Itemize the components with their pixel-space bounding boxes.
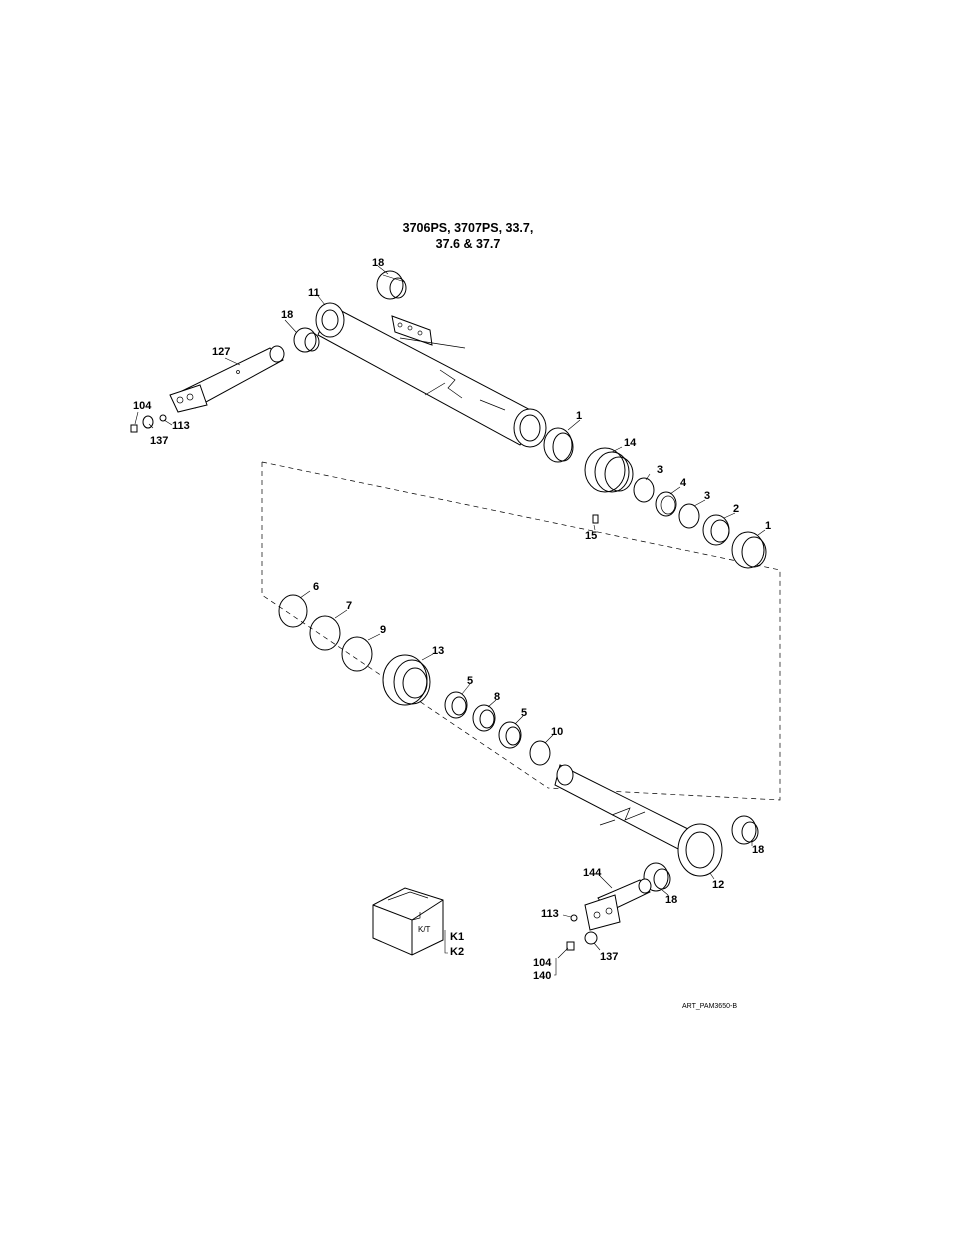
ring-1-a: [543, 427, 574, 463]
callout-127: 127: [212, 346, 230, 358]
ring-6: [278, 594, 308, 628]
callout-3-b: 3: [704, 490, 710, 502]
ring-8: [472, 704, 496, 732]
callout-113-bottom: 113: [541, 908, 559, 920]
fastener-104-bottom: [566, 941, 575, 951]
art-id: ART_PAM3650-B: [682, 1003, 737, 1010]
dashed-assembly-guide-top: [261, 461, 781, 801]
head-13: [382, 654, 431, 706]
callout-104-top: 104: [133, 400, 152, 412]
ring-3-b: [678, 503, 700, 529]
bushing-18-right: [731, 815, 759, 845]
washer-137-bottom: [584, 931, 598, 945]
callout-12: 12: [712, 879, 724, 891]
callout-104-bottom: 104: [533, 957, 552, 969]
callout-18-top: 18: [372, 257, 384, 269]
kit-box: [372, 887, 444, 956]
pin-127: [169, 345, 285, 413]
callout-5-a: 5: [467, 675, 473, 687]
rod-12: [554, 764, 723, 877]
leader-lines: [134, 265, 766, 976]
callout-8: 8: [494, 691, 500, 703]
bushing-18-top: [376, 270, 407, 300]
callout-144: 144: [583, 867, 602, 879]
fitting-113-bottom: [570, 914, 578, 922]
callout-6: 6: [313, 581, 319, 593]
callout-10: 10: [551, 726, 563, 738]
fastener-104-top: [130, 424, 138, 433]
callout-137-top: 137: [150, 435, 168, 447]
callout-5-b: 5: [521, 707, 527, 719]
callout-14: 14: [624, 437, 637, 449]
callout-18-left: 18: [281, 309, 293, 321]
callout-4: 4: [680, 477, 687, 489]
callout-1-a: 1: [576, 410, 582, 422]
pin-144: [584, 878, 652, 931]
diagram-title-line2: 37.6 & 37.7: [436, 237, 501, 251]
callout-2: 2: [733, 503, 739, 515]
ring-10: [529, 740, 551, 766]
callout-k1: K1: [450, 931, 464, 943]
piston-14: [584, 447, 634, 493]
callout-140: 140: [533, 970, 551, 982]
dashed-assembly-guide: [261, 462, 549, 789]
ring-7: [309, 615, 341, 651]
fitting-113-top: [159, 414, 167, 422]
ring-5-a: [444, 691, 468, 719]
callout-113-top: 113: [172, 420, 190, 432]
callout-18-bottom: 18: [665, 894, 677, 906]
callout-3-a: 3: [657, 464, 663, 476]
diagram-title-line1: 3706PS, 3707PS, 33.7,: [403, 221, 534, 235]
callout-18-right: 18: [752, 844, 764, 856]
ring-2: [702, 514, 730, 546]
callout-k2: K2: [450, 946, 464, 958]
callout-11: 11: [308, 287, 320, 299]
screw-15: [592, 514, 599, 524]
washer-137-top: [142, 415, 154, 429]
bushing-18-left: [293, 327, 320, 353]
callout-15: 15: [585, 530, 597, 542]
callout-7: 7: [346, 600, 352, 612]
cylinder-barrel: [315, 302, 547, 448]
ring-5-b: [498, 721, 522, 749]
ring-4: [655, 491, 677, 517]
callout-9: 9: [380, 624, 386, 636]
ring-9: [341, 636, 373, 672]
ring-3-a: [633, 477, 655, 503]
callout-1-b: 1: [765, 520, 771, 532]
callout-137-bottom: 137: [600, 951, 618, 963]
ring-1-b: [731, 531, 767, 569]
kit-box-label: K/T: [418, 925, 431, 934]
callout-13: 13: [432, 645, 444, 657]
